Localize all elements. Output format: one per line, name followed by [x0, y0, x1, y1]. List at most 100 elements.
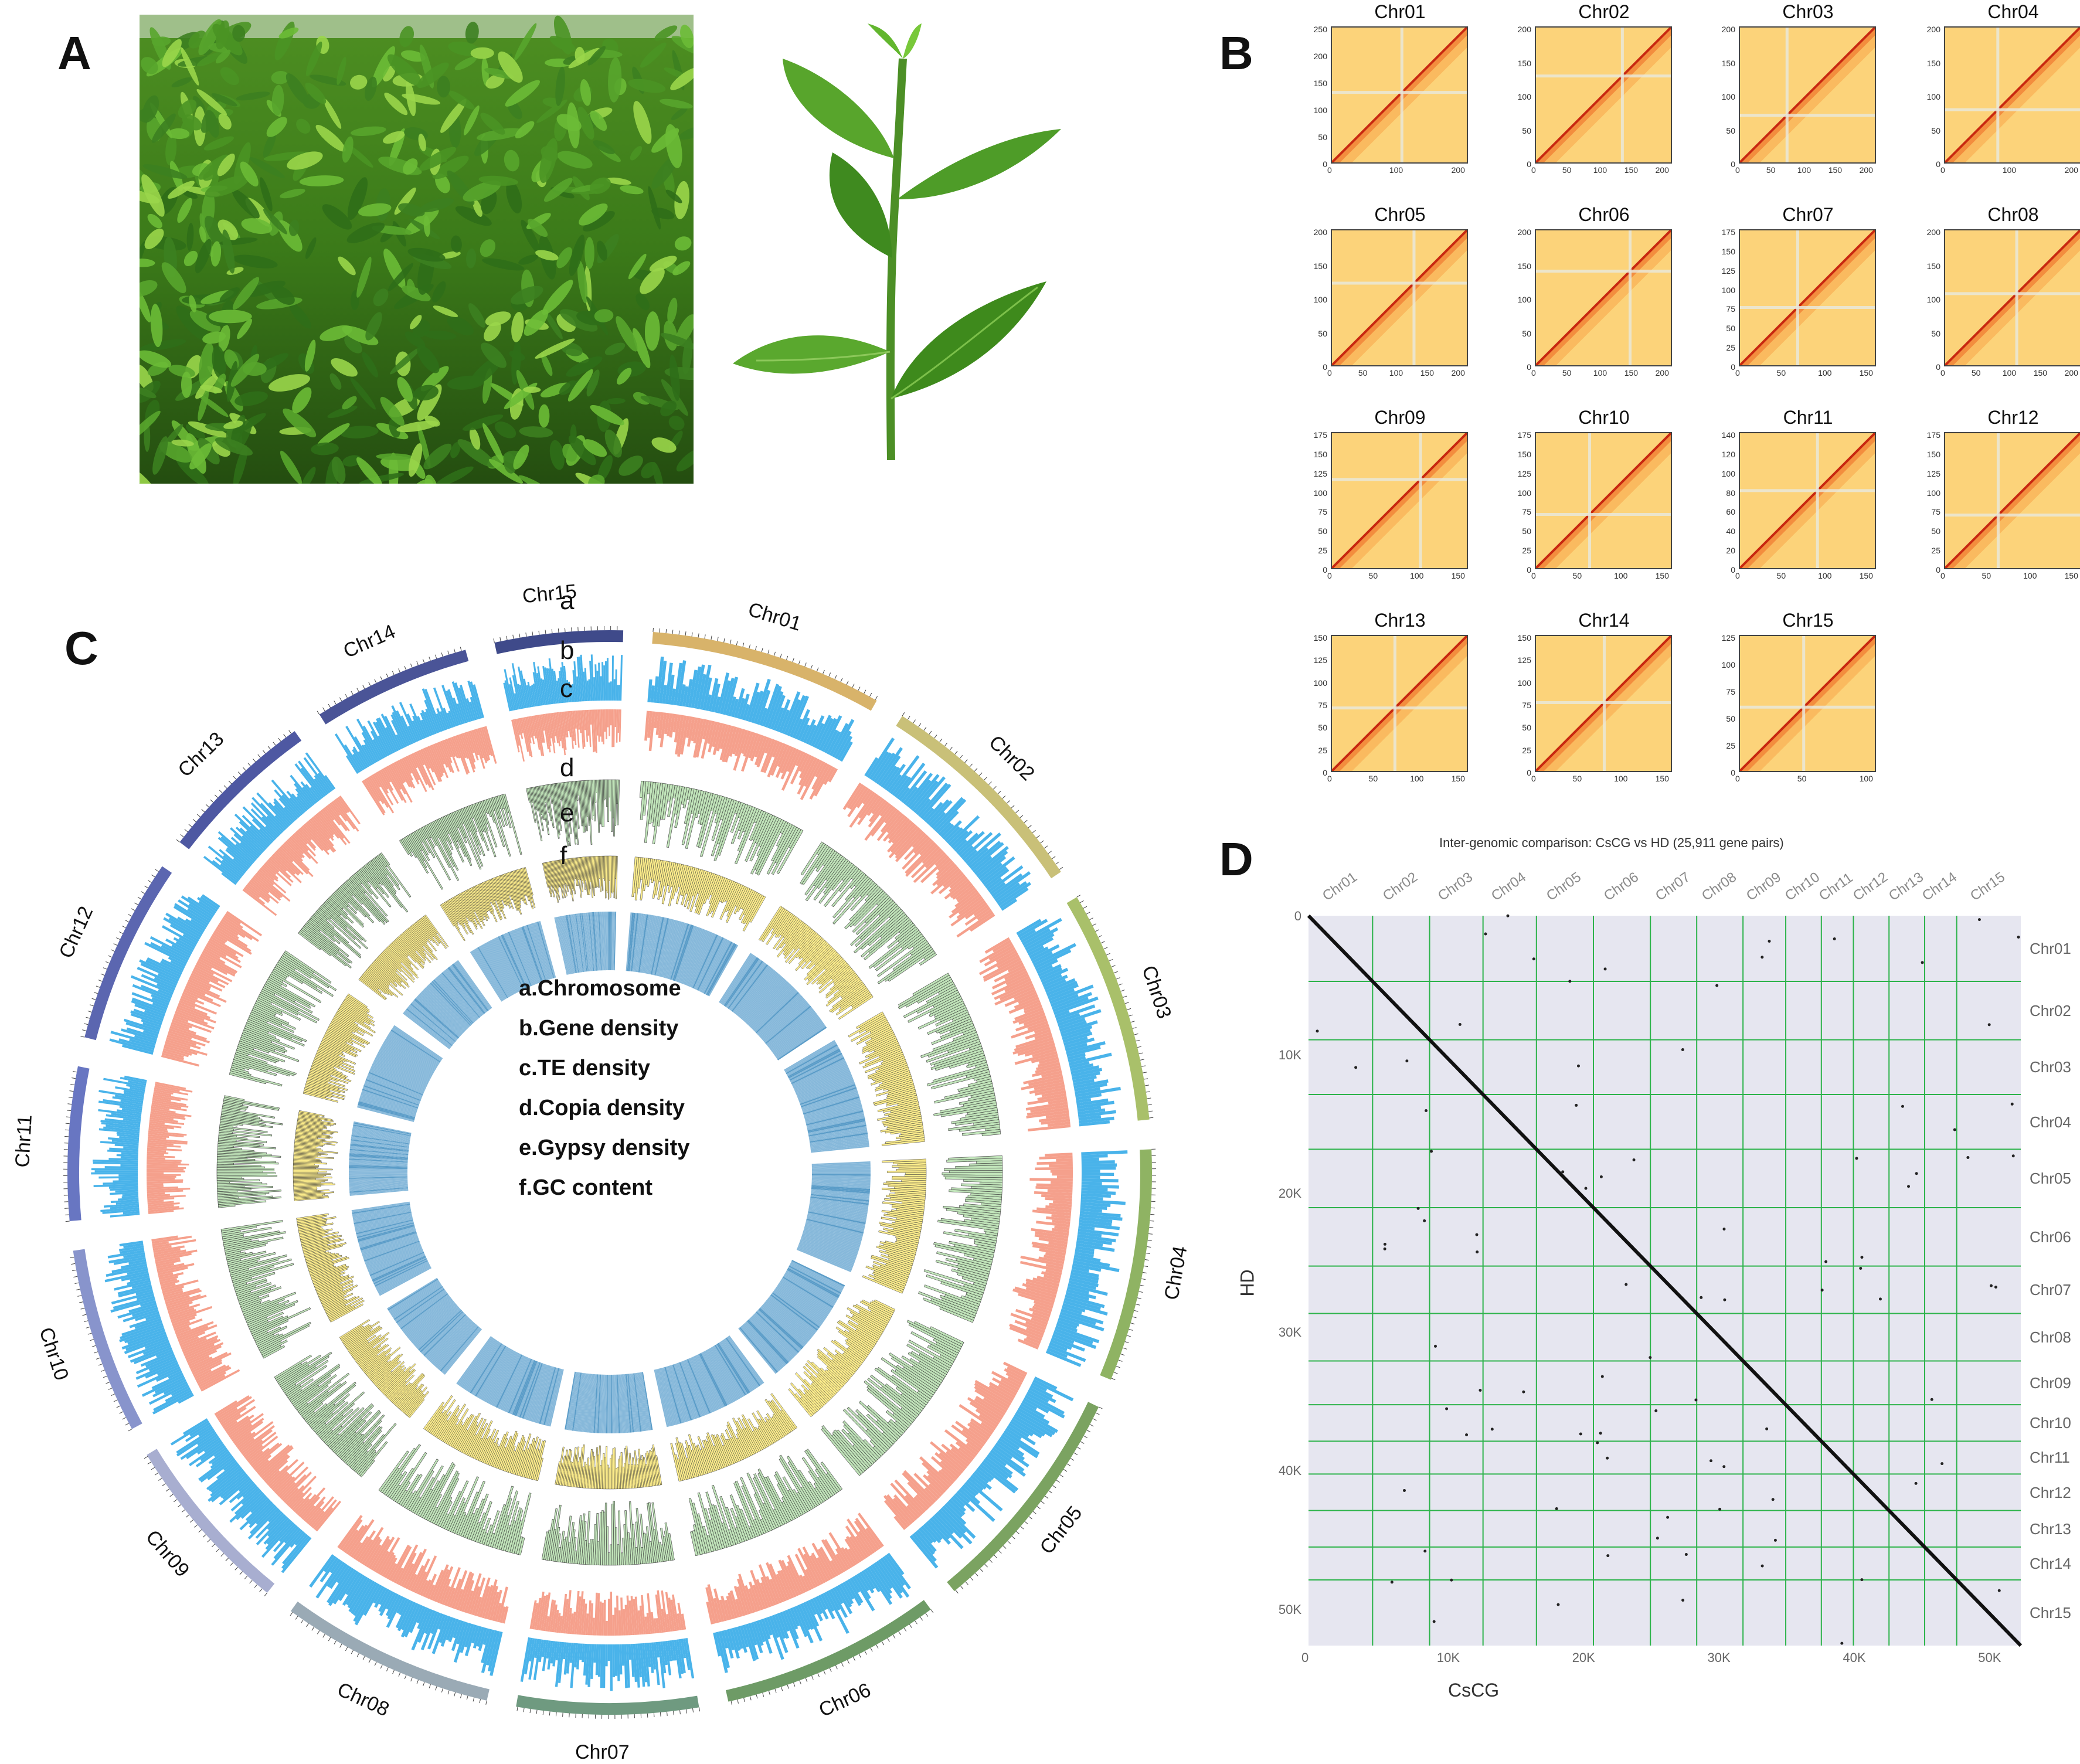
hic-contact-map: [1535, 26, 1672, 164]
dotplot-xtick: 50K: [1978, 1650, 2001, 1666]
dotplot-right-label-chr10: Chr10: [2030, 1414, 2071, 1432]
hic-xtick: 100: [2023, 571, 2037, 580]
hic-xtick: 0: [1327, 774, 1332, 783]
dotplot-point: [1405, 1059, 1408, 1062]
dotplot-point: [1860, 1256, 1863, 1259]
hic-xtick: 0: [1327, 165, 1332, 175]
hic-contact-map: [1331, 432, 1468, 569]
hic-ytick: 175: [1514, 430, 1531, 440]
hic-ytick: 0: [1718, 362, 1735, 372]
circos-chromosome-chr01: [626, 628, 878, 997]
dotplot-point: [1649, 1356, 1651, 1359]
dotplot-right-label-chr07: Chr07: [2030, 1281, 2071, 1299]
hic-xtick: 50: [1766, 165, 1776, 175]
dotplot-point: [1354, 1066, 1357, 1069]
dotplot-point: [1765, 1427, 1768, 1430]
dotplot-right-label-chr12: Chr12: [2030, 1484, 2071, 1502]
hic-xtick: 100: [2003, 165, 2016, 175]
circos-chromosome-chr03: [784, 895, 1153, 1153]
hic-xtick: 100: [1410, 571, 1423, 580]
dotplot-point: [1654, 1409, 1657, 1412]
dotplot-point: [1579, 1432, 1582, 1435]
dotplot-point: [1555, 1507, 1558, 1510]
dotplot-point: [1532, 957, 1535, 960]
hic-ytick: 0: [1718, 768, 1735, 777]
dotplot-point: [1915, 1482, 1918, 1485]
panel-label-d: D: [1219, 832, 1253, 886]
dotplot-right-label-chr02: Chr02: [2030, 1002, 2071, 1020]
hic-title: Chr06: [1534, 204, 1674, 226]
hic-ytick: 0: [1514, 362, 1531, 372]
hic-ytick: 25: [1923, 546, 1940, 555]
dotplot-point: [1433, 1620, 1436, 1623]
dotplot-right-label-chr09: Chr09: [2030, 1374, 2071, 1392]
hic-xtick: 0: [1327, 571, 1332, 580]
hic-xtick: 100: [1818, 368, 1831, 378]
dotplot-ytick: 20K: [1266, 1186, 1301, 1201]
circos-chromosome-chr11: [63, 1066, 412, 1222]
hic-xtick: 50: [1982, 571, 1991, 580]
hic-ytick: 200: [1514, 25, 1531, 34]
hic-ytick: 75: [1718, 304, 1735, 314]
dotplot-point: [1921, 961, 1924, 964]
hic-contact-map: [1944, 432, 2080, 569]
hic-contact-map: [1535, 229, 1672, 366]
hic-xtick: 200: [2065, 165, 2078, 175]
hic-ytick: 175: [1310, 430, 1327, 440]
hic-title: Chr07: [1738, 204, 1878, 226]
hic-xtick: 150: [1624, 368, 1638, 378]
hic-ytick: 0: [1514, 768, 1531, 777]
hic-ytick: 25: [1514, 546, 1531, 555]
hic-ytick: 150: [1310, 633, 1327, 643]
dotplot-point: [1998, 1589, 2001, 1592]
hic-ytick: 0: [1923, 565, 1940, 575]
hic-xtick: 0: [1735, 165, 1740, 175]
hic-title: Chr04: [1943, 1, 2080, 23]
hic-title: Chr01: [1330, 1, 1470, 23]
dotplot-point: [1994, 1286, 1997, 1289]
hic-ytick: 150: [1310, 261, 1327, 271]
dotplot-point: [1718, 1508, 1721, 1511]
hic-xtick: 50: [1562, 165, 1572, 175]
dotplot-point: [1585, 1187, 1588, 1190]
dotplot-point: [1624, 1283, 1627, 1286]
hic-xtick: 100: [1614, 571, 1627, 580]
dotplot-point: [1450, 1579, 1453, 1582]
hic-ytick: 100: [1923, 92, 1940, 101]
hic-ytick: 0: [1310, 362, 1327, 372]
hic-xtick: 0: [1735, 571, 1740, 580]
dotplot-point: [1445, 1408, 1448, 1410]
circos-chromosome-chr09: [144, 1278, 482, 1596]
hic-title: Chr10: [1534, 407, 1674, 429]
hic-ytick: 100: [1718, 285, 1735, 295]
hic-xtick: 0: [1735, 368, 1740, 378]
dotplot-point: [1681, 1048, 1684, 1051]
hic-ytick: 50: [1310, 526, 1327, 536]
hic-xtick: 50: [1573, 571, 1582, 580]
hic-ytick: 75: [1514, 701, 1531, 710]
dotplot-point: [1966, 1156, 1969, 1159]
dotplot-point: [1722, 1228, 1725, 1231]
hic-ytick: 125: [1310, 469, 1327, 478]
hic-ytick: 50: [1514, 126, 1531, 135]
hic-xtick: 150: [1860, 368, 1873, 378]
circos-label-chr11: Chr11: [12, 1114, 38, 1168]
hic-ytick: 150: [1310, 450, 1327, 459]
hic-contact-map: [1535, 432, 1672, 569]
hic-title: Chr11: [1738, 407, 1878, 429]
hic-ytick: 150: [1514, 450, 1531, 459]
dotplot-point: [1425, 1109, 1428, 1112]
hic-ytick: 50: [1718, 126, 1735, 135]
hic-ytick: 60: [1718, 507, 1735, 516]
dotplot-point: [2011, 1103, 2014, 1106]
hic-xtick: 50: [1562, 368, 1572, 378]
hic-ytick: 25: [1718, 741, 1735, 750]
dotplot-point: [1978, 918, 1981, 921]
hic-xtick: 200: [2065, 368, 2078, 378]
dotplot-point: [1990, 1284, 1993, 1287]
